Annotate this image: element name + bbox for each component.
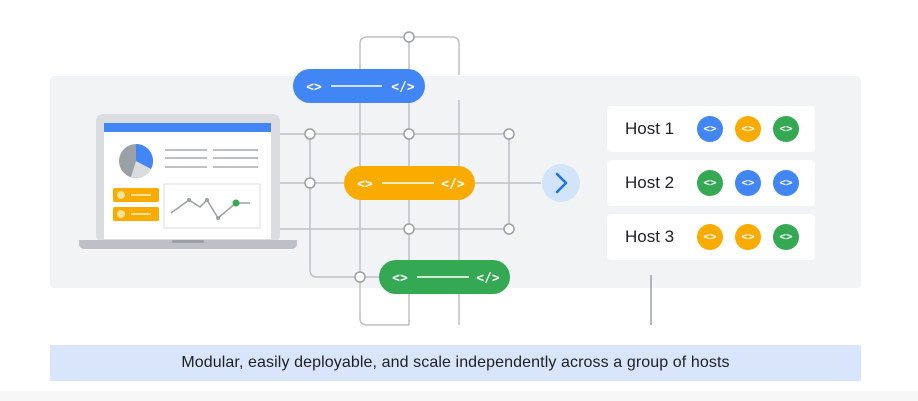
code-pill-blue: <> </> [293,69,425,103]
code-chip-icon: <> [697,116,723,142]
caption-bar: Modular, easily deployable, and scale in… [50,345,861,381]
pie-slice [131,161,151,178]
chart-highlight-point [232,199,240,207]
laptop-header-bar [104,123,271,132]
laptop-base [79,240,297,249]
code-chip-icon: <> [773,224,799,250]
host-card-1: Host 1 <> <> <> [607,106,815,152]
grid-node [403,128,415,140]
host-label: Host 1 [625,119,675,138]
host-label: Host 2 [625,173,675,192]
pill-right-symbol: </> [441,177,465,192]
code-chip-icon: <> [735,224,761,250]
line-chart-frame [163,183,261,229]
grid-frame-lower [359,317,409,326]
pill-right-symbol: </> [391,80,415,95]
code-chip-icon: <> [697,224,723,250]
pill-left-symbol: <> [357,177,373,192]
grid-node [354,271,366,283]
text-lines-icon [165,149,258,168]
caption-text: Modular, easily deployable, and scale in… [181,354,730,371]
check-icon [117,210,125,218]
code-pill-yellow: <> </> [344,166,475,200]
check-icon [117,191,125,199]
code-chip-icon: <> [697,170,723,196]
laptop-notch [172,240,204,243]
grid-frame-upper [359,36,460,75]
laptop-dashboard-icon [79,114,297,249]
pill-right-symbol: </> [476,271,500,286]
chevron-right-icon [542,164,580,202]
host-card-2: Host 2 <> <> <> [607,160,815,206]
pie-slice [136,144,153,169]
pill-left-symbol: <> [392,271,408,286]
grid-node [403,223,415,235]
bottom-edge [0,391,918,401]
grid-node [503,128,515,140]
host-label: Host 3 [625,227,675,246]
grid-node [403,31,415,43]
host-card-3: Host 3 <> <> <> [607,214,815,260]
grid-node [304,128,316,140]
code-chip-icon: <> [773,170,799,196]
grid-node [503,223,515,235]
code-pill-green: <> </> [379,260,510,294]
code-chip-icon: <> [735,116,761,142]
code-chip-icon: <> [735,170,761,196]
grid-nodes [304,31,515,283]
code-chip-icon: <> [773,116,799,142]
pill-left-symbol: <> [306,80,322,95]
grid-frame-left [309,269,380,278]
grid-node [304,177,316,189]
